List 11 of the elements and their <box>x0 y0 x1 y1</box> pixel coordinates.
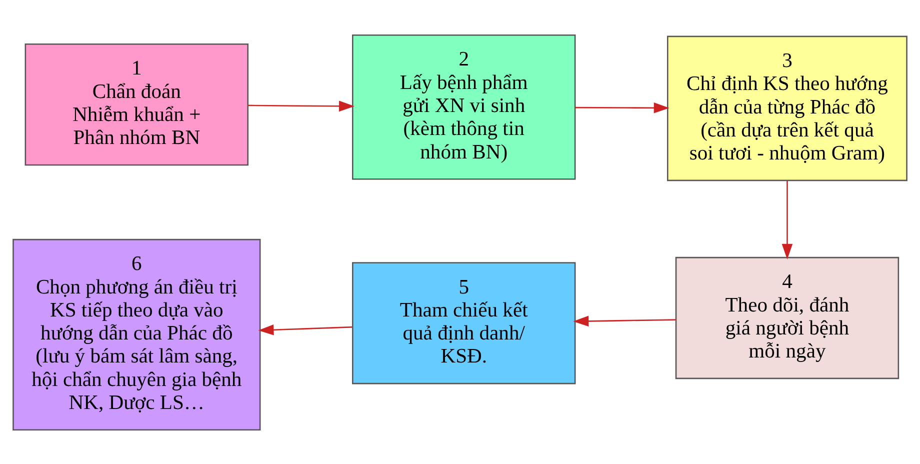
arrow <box>782 180 793 259</box>
arrow <box>575 102 670 113</box>
arrow <box>573 315 676 326</box>
arrow <box>248 100 354 112</box>
node-box: 3 Chỉ định KS theo hướng dẫn của từng Phác đồ (cần dựa trên kết quả soi tươi - nhuộm Gram) <box>667 35 908 181</box>
node-box: 5 Tham chiếu kết quả định danh/ KSĐ. <box>352 262 576 384</box>
node-box: 1 Chẩn đoán Nhiễm khuẩn + Phân nhóm BN <box>24 43 248 166</box>
node-box: 2 Lấy bệnh phẩm gửi XN vi sinh (kèm thông tin nhóm BN) <box>352 34 576 180</box>
node-box: 6 Chọn phương án điều trị KS tiếp theo dựa vào hướng dẫn của Phác đồ (lưu ý bám sát lâm sàng, hội chẩn chuyên gia bệnh NK, Dược LS… <box>12 238 261 430</box>
arrow <box>258 324 352 335</box>
node-box: 4 Theo dõi, đánh giá người bệnh mỗi ngày <box>675 256 900 379</box>
